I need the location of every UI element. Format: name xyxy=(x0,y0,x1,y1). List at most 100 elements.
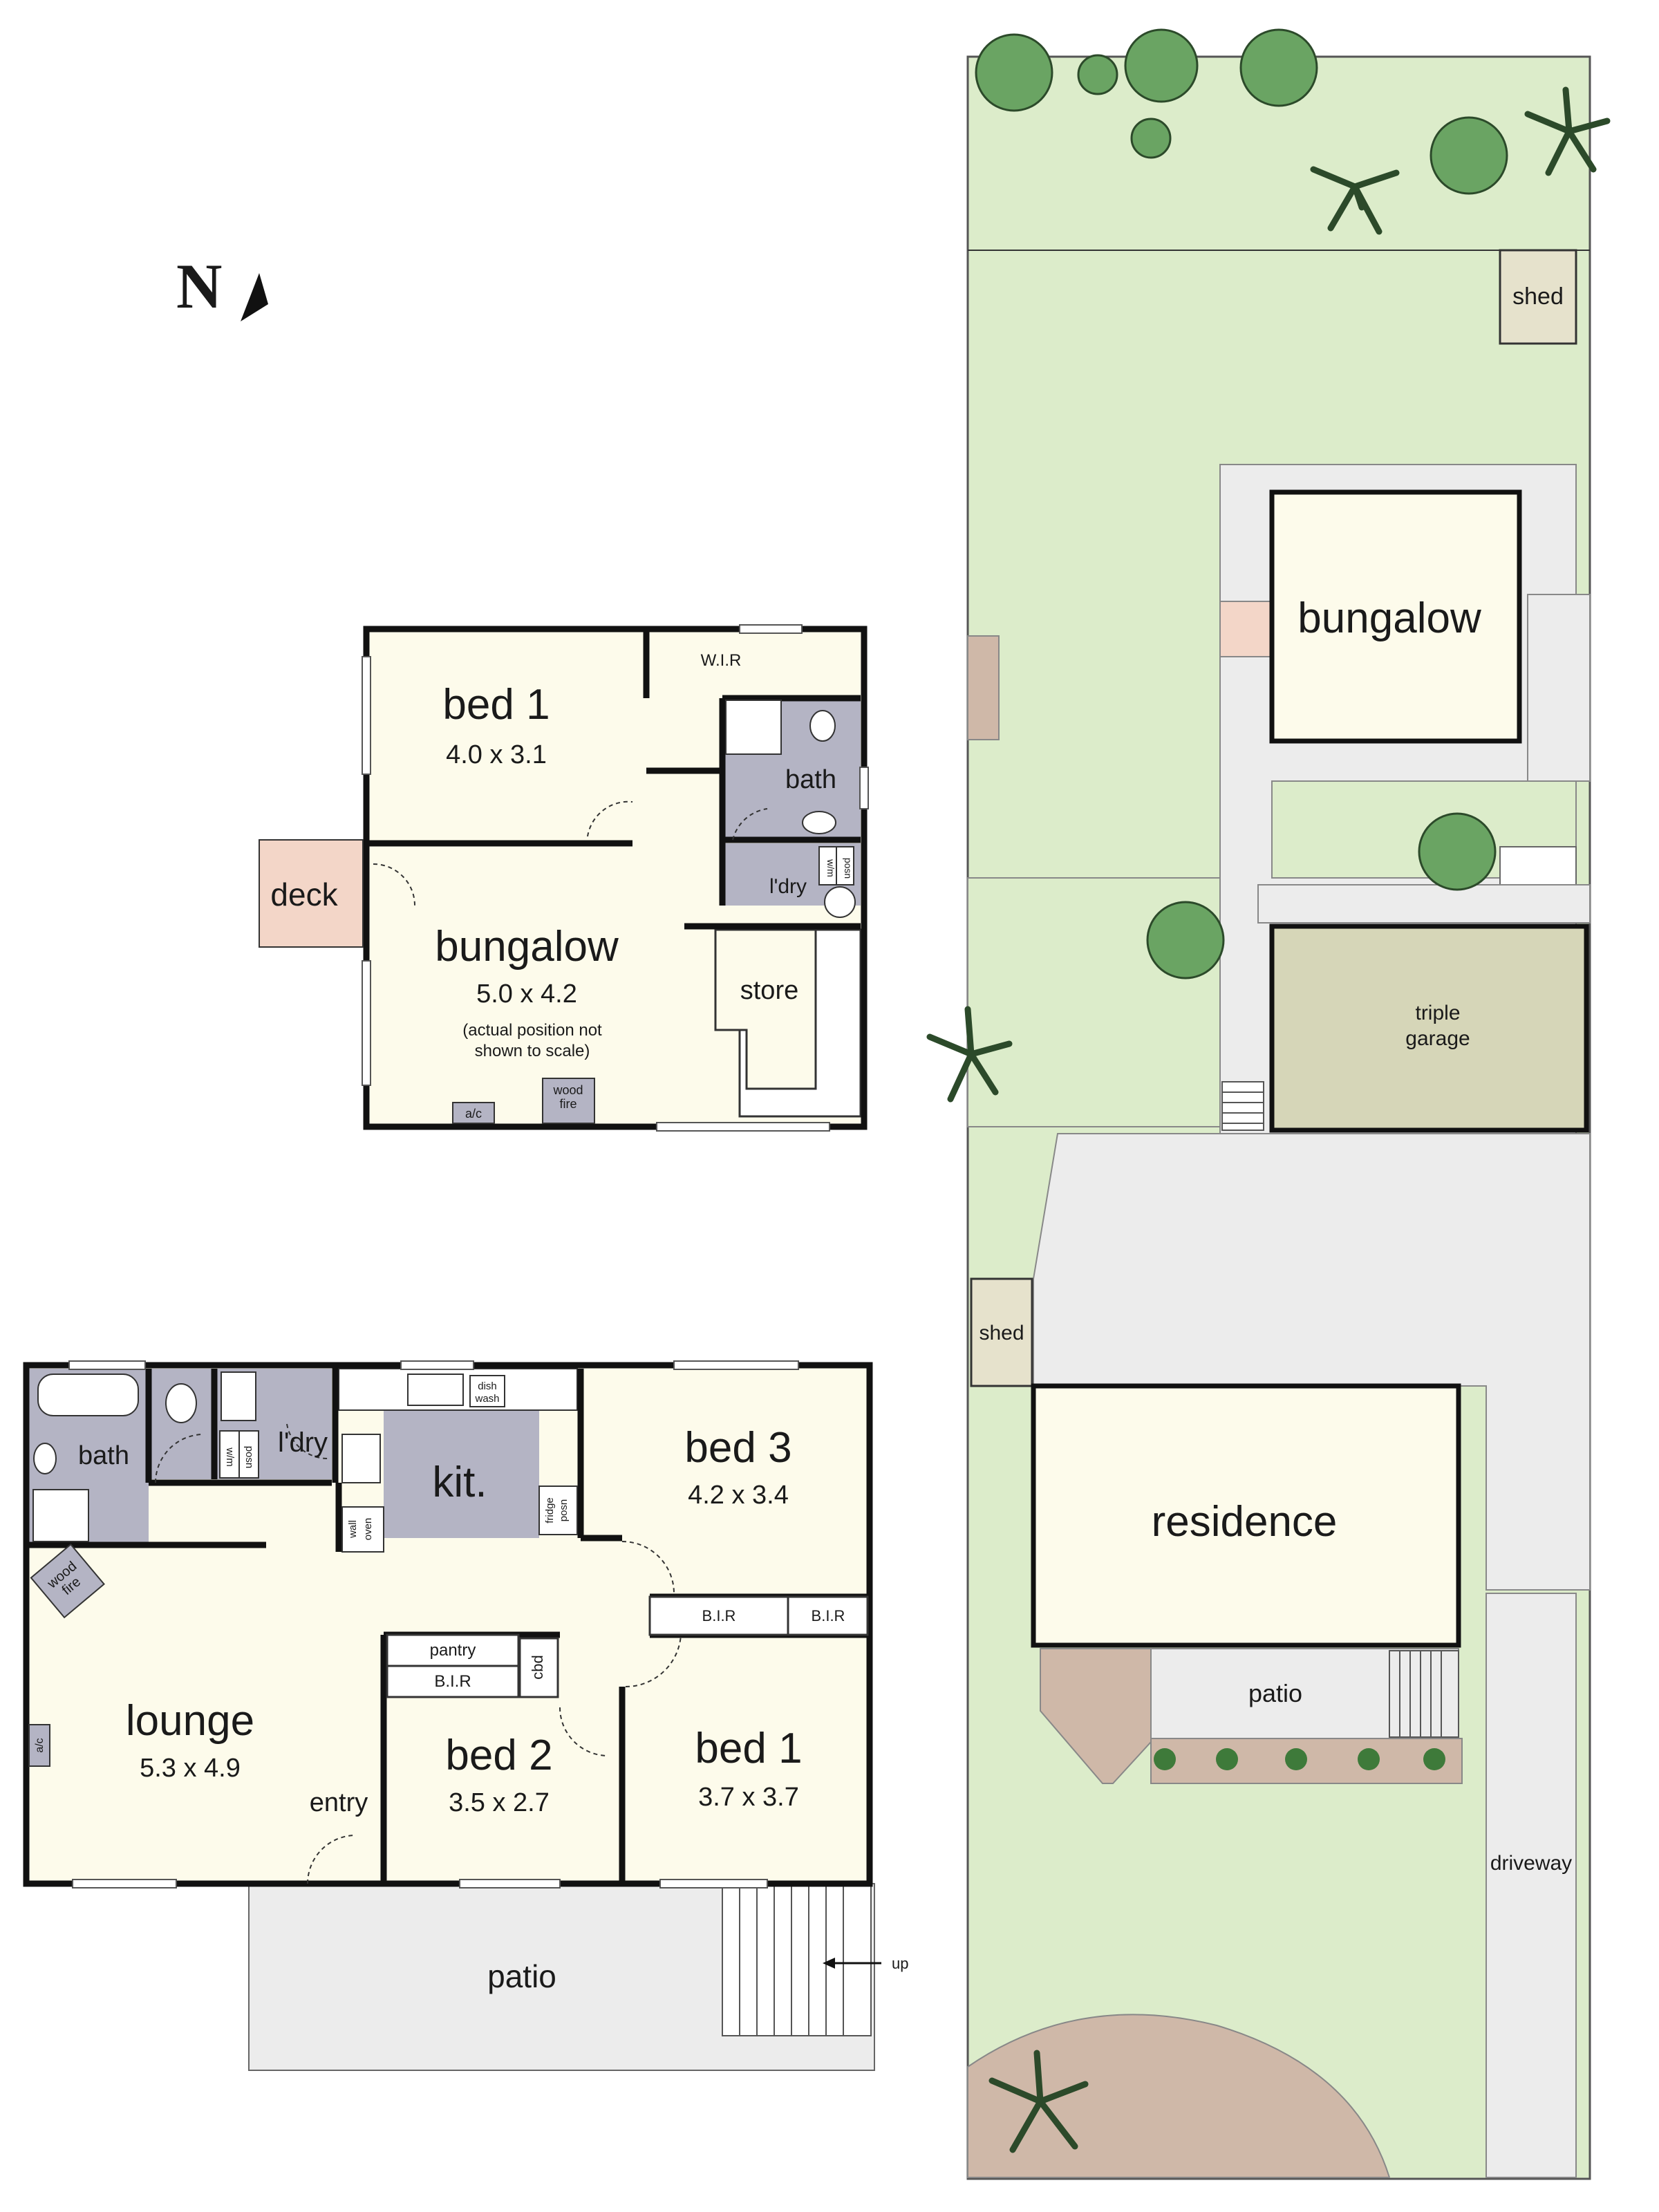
tree-icon xyxy=(1077,54,1118,95)
door-swing xyxy=(559,1707,609,1756)
house-woodfire xyxy=(30,1543,105,1619)
shed-side xyxy=(970,1277,1033,1387)
toilet-icon xyxy=(165,1383,197,1423)
bungalow-woodfire-2: fire xyxy=(559,1097,577,1111)
bungalow-bed1-size: 4.0 x 3.1 xyxy=(446,740,547,769)
fridge-label-2: posn xyxy=(558,1499,570,1522)
wall-oven-label-1: wall xyxy=(347,1520,359,1539)
bungalow-main-size: 5.0 x 4.2 xyxy=(476,980,577,1009)
shrub-icons xyxy=(1154,1748,1445,1770)
tree-icon xyxy=(1124,28,1199,103)
shed-side-label: shed xyxy=(979,1322,1024,1344)
cupboard xyxy=(518,1637,559,1698)
site-patio xyxy=(1150,1648,1459,1739)
window xyxy=(68,1360,146,1370)
window xyxy=(362,656,371,775)
entry-label: entry xyxy=(310,1788,368,1817)
bir-label-2: B.I.R xyxy=(812,1607,845,1624)
shed-top xyxy=(1499,249,1577,345)
bungalow-posn-label: posn xyxy=(843,858,854,879)
toilet-icon xyxy=(809,710,836,742)
door-swing xyxy=(625,1634,682,1688)
planter-west xyxy=(967,635,1000,740)
house-bath-label: bath xyxy=(78,1441,129,1470)
deciduous-tree-icons xyxy=(926,86,1611,2153)
bungalow-plan: w/m posn a/c wood fire deck bed 1 4.0 x … xyxy=(259,624,869,1132)
bungalow-bath-label: bath xyxy=(785,765,836,794)
window xyxy=(659,1879,768,1888)
window xyxy=(739,624,803,634)
bir-label-1: B.I.R xyxy=(702,1607,736,1624)
kitchen-label: kit. xyxy=(432,1459,487,1506)
tree-icon xyxy=(1146,901,1225,980)
bir-bed3 xyxy=(648,1595,789,1636)
north-label: N xyxy=(176,251,222,321)
fridge-position xyxy=(538,1485,578,1535)
door-swing xyxy=(155,1434,205,1483)
up-arrowhead-icon xyxy=(823,1958,835,1969)
house-laundry-label: l'dry xyxy=(278,1427,328,1458)
pantry xyxy=(386,1633,520,1667)
tree-icon xyxy=(975,33,1053,112)
house-ac-unit xyxy=(28,1724,50,1767)
bungalow-bed1-label: bed 1 xyxy=(442,681,550,729)
wall-oven xyxy=(341,1506,384,1553)
bed2-label: bed 2 xyxy=(445,1732,552,1779)
lounge-size: 5.3 x 4.9 xyxy=(140,1754,241,1783)
bungalow-outer-wall xyxy=(363,626,868,1130)
dishwash-label-2: wash xyxy=(474,1393,499,1405)
sink-icon xyxy=(407,1374,464,1406)
door-swing xyxy=(373,863,415,906)
entry-door[interactable] xyxy=(307,1835,357,1884)
trough-icon xyxy=(824,886,856,918)
bare-tree-icon xyxy=(1310,166,1400,235)
window xyxy=(673,1360,799,1370)
house-patio-label: patio xyxy=(487,1958,556,1994)
shed-top-label: shed xyxy=(1512,283,1564,310)
door-swing xyxy=(587,800,633,837)
bed2-size: 3.5 x 2.7 xyxy=(449,1788,550,1817)
east-paving xyxy=(1527,594,1591,782)
driveway xyxy=(1485,1593,1577,2178)
shrub-icon xyxy=(1358,1748,1380,1770)
site-patio-label: patio xyxy=(1248,1679,1302,1707)
shrub-icon xyxy=(1285,1748,1307,1770)
bir-bed1 xyxy=(787,1595,869,1636)
wall-oven-label-2: oven xyxy=(362,1518,374,1541)
garage-label-2: garage xyxy=(1405,1027,1470,1050)
bed3-size: 4.2 x 3.4 xyxy=(688,1481,789,1510)
bare-tree-icon xyxy=(1524,86,1611,176)
bare-tree-icon xyxy=(988,2050,1089,2153)
triple-garage xyxy=(1269,924,1589,1133)
shrub-icon xyxy=(1216,1748,1238,1770)
small-box xyxy=(1499,846,1577,889)
deck xyxy=(259,839,364,948)
bungalow-note-2: shown to scale) xyxy=(475,1042,590,1060)
lounge-label: lounge xyxy=(126,1697,254,1745)
window xyxy=(72,1879,177,1888)
trough-icon xyxy=(221,1371,256,1421)
house-posn-label: posn xyxy=(243,1446,255,1469)
woodfire xyxy=(542,1078,595,1124)
garage-label-1: triple xyxy=(1415,1002,1460,1024)
garage-apron xyxy=(1257,884,1591,924)
wir-label: W.I.R xyxy=(701,651,742,670)
bed1-label: bed 1 xyxy=(695,1725,802,1772)
residence-label: residence xyxy=(1152,1498,1338,1546)
garage-steps xyxy=(1221,1081,1264,1131)
patio-steps xyxy=(1389,1650,1459,1738)
bir-bed2 xyxy=(386,1665,520,1698)
bungalow-laundry-label: l'dry xyxy=(769,875,807,898)
house-ac-label: a/c xyxy=(34,1738,46,1752)
shower-icon xyxy=(725,700,782,755)
site-bungalow-label: bungalow xyxy=(1297,594,1481,642)
tree-icon xyxy=(1130,118,1172,159)
bed1-size: 3.7 x 3.7 xyxy=(698,1783,799,1812)
up-label: up xyxy=(892,1955,908,1972)
bungalow-ac-label: a/c xyxy=(465,1107,482,1121)
north-arrow-icon xyxy=(241,273,268,321)
window xyxy=(459,1879,561,1888)
window xyxy=(362,960,371,1086)
basin-icon xyxy=(33,1443,57,1474)
wm-position xyxy=(836,846,854,885)
